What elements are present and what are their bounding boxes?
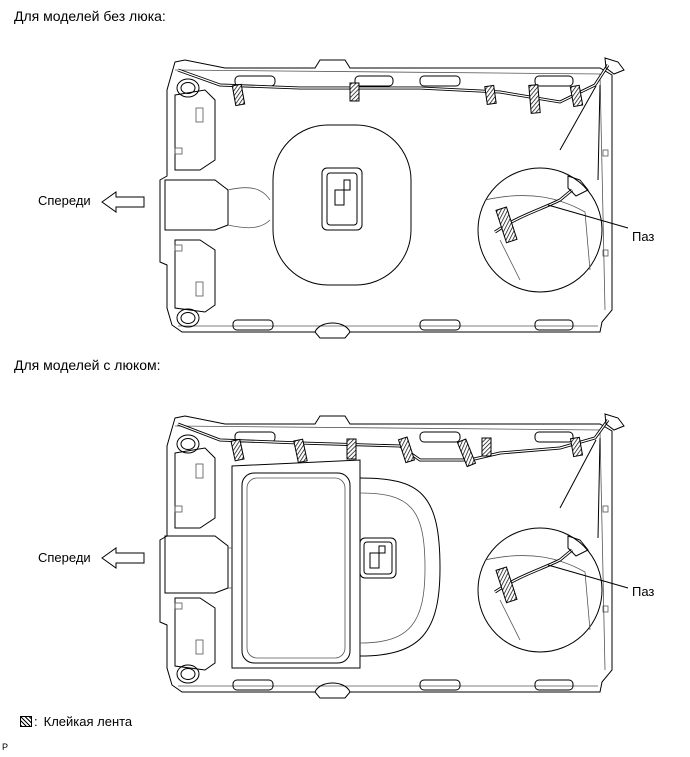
front-arrow-icon [101, 191, 145, 213]
legend-label: Клейкая лента [43, 714, 133, 729]
adhesive-tape-swatch-icon [20, 716, 32, 727]
legend: : Клейкая лента [20, 714, 132, 729]
front-arrow-icon [101, 547, 145, 569]
front-label-bottom: Спереди [38, 550, 91, 565]
front-label-top: Спереди [38, 193, 91, 208]
groove-label-bottom: Паз [632, 584, 655, 599]
diagram-top-title: Для моделей без люка: [14, 8, 166, 24]
diagram-top-headliner [159, 57, 629, 339]
diagram-bottom-title: Для моделей с люком: [14, 357, 161, 373]
groove-label-top: Паз [632, 229, 655, 244]
diagram-bottom-headliner [159, 413, 629, 699]
legend-colon: : [34, 714, 38, 729]
corner-mark: P [2, 742, 9, 752]
